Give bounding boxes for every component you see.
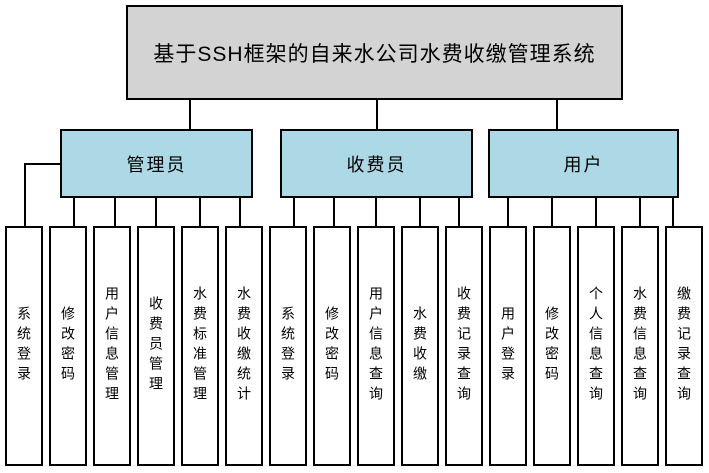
connector-user-leaf-4 xyxy=(639,197,641,226)
leaf-box-user-personal-info-query: 个人信息查询 xyxy=(577,226,615,466)
connector-collector-leaf-2 xyxy=(333,197,335,226)
connector-title-user xyxy=(556,100,558,129)
leaf-box-admin-fee-standard-mgmt: 水费标准管理 xyxy=(181,226,219,466)
role-box-admin: 管理员 xyxy=(60,129,253,198)
leaf-label: 用户信息管理 xyxy=(104,286,120,406)
role-label-user: 用户 xyxy=(563,154,604,175)
connector-collector-leaf-4 xyxy=(419,197,421,226)
leaf-box-collector-change-password: 修改密码 xyxy=(313,226,351,466)
leaf-label: 系统登录 xyxy=(16,306,32,386)
connector-user-leaf-2 xyxy=(551,197,553,226)
system-title-label: 基于SSH框架的自来水公司水费收缴管理系统 xyxy=(153,42,596,66)
connector-admin-leaf-2 xyxy=(73,197,75,226)
leaf-label: 系统登录 xyxy=(280,306,296,386)
system-title-box: 基于SSH框架的自来水公司水费收缴管理系统 xyxy=(126,5,623,100)
leaf-label: 缴费记录查询 xyxy=(676,286,692,406)
connector-collector-leaf-1 xyxy=(293,197,295,226)
leaf-box-user-login: 用户登录 xyxy=(489,226,527,466)
leaf-label: 水费标准管理 xyxy=(192,286,208,406)
leaf-label: 水费收缴统计 xyxy=(236,286,252,406)
leaf-box-admin-user-info-mgmt: 用户信息管理 xyxy=(93,226,131,466)
connector-user-leaf-3 xyxy=(595,197,597,226)
leaf-label: 修改密码 xyxy=(60,306,76,386)
leaf-label: 个人信息查询 xyxy=(588,286,604,406)
connector-admin-leaf-3 xyxy=(114,197,116,226)
connector-admin-left-vertical xyxy=(24,163,26,226)
connector-title-admin xyxy=(189,100,191,129)
connector-collector-leaf-5 xyxy=(458,197,460,226)
connector-admin-leaf-4 xyxy=(155,197,157,226)
leaf-label: 收费记录查询 xyxy=(456,286,472,406)
leaf-label: 水费收缴 xyxy=(412,306,428,386)
leaf-box-user-fee-info-query: 水费信息查询 xyxy=(621,226,659,466)
leaf-box-admin-collector-mgmt: 收费员管理 xyxy=(137,226,175,466)
leaf-box-collector-system-login: 系统登录 xyxy=(269,226,307,466)
role-box-user: 用户 xyxy=(488,129,679,198)
leaf-box-admin-fee-statistics: 水费收缴统计 xyxy=(225,226,263,466)
leaf-box-user-change-password: 修改密码 xyxy=(533,226,571,466)
role-label-admin: 管理员 xyxy=(126,154,187,175)
leaf-box-user-payment-record-query: 缴费记录查询 xyxy=(665,226,703,466)
leaf-box-collector-user-info-query: 用户信息查询 xyxy=(357,226,395,466)
leaf-label: 用户信息查询 xyxy=(368,286,384,406)
leaf-box-admin-system-login: 系统登录 xyxy=(5,226,43,466)
leaf-box-collector-fee-collection: 水费收缴 xyxy=(401,226,439,466)
connector-admin-left-horizontal xyxy=(24,163,61,165)
leaf-label: 用户登录 xyxy=(500,306,516,386)
connector-admin-leaf-5 xyxy=(199,197,201,226)
leaf-box-admin-change-password: 修改密码 xyxy=(49,226,87,466)
connector-user-leaf-5 xyxy=(672,197,674,226)
role-box-collector: 收费员 xyxy=(280,129,473,198)
connector-admin-leaf-6 xyxy=(239,197,241,226)
connector-collector-leaf-3 xyxy=(375,197,377,226)
leaf-label: 修改密码 xyxy=(324,306,340,386)
leaf-label: 收费员管理 xyxy=(148,296,164,396)
role-label-collector: 收费员 xyxy=(346,154,407,175)
connector-user-leaf-1 xyxy=(507,197,509,226)
leaf-label: 修改密码 xyxy=(544,306,560,386)
leaf-label: 水费信息查询 xyxy=(632,286,648,406)
connector-title-collector xyxy=(376,100,378,129)
leaf-box-collector-record-query: 收费记录查询 xyxy=(445,226,483,466)
